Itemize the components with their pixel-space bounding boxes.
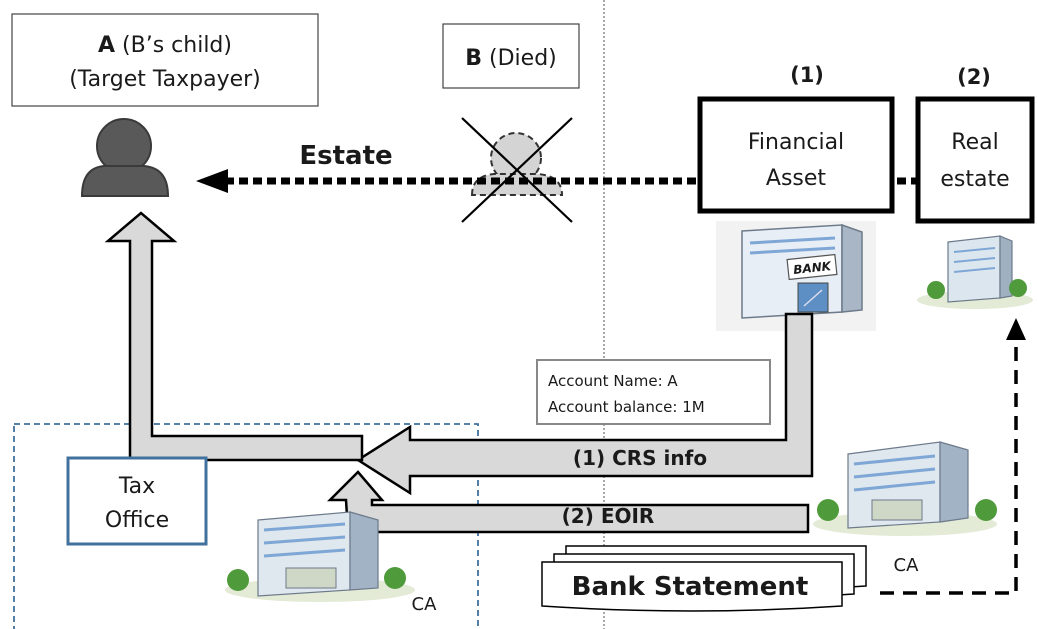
account-name: Account Name: A (548, 372, 678, 390)
asset-2-line1: Real (951, 130, 998, 155)
person-a-role: (Target Taxpayer) (69, 67, 261, 92)
person-b-letter: B (465, 46, 482, 71)
person-a-relation: (B’s child) (115, 33, 232, 58)
cross-line (461, 117, 573, 223)
bank-statement-label: Bank Statement (572, 572, 809, 602)
ca-building-right-icon (813, 441, 997, 536)
real-estate-building-icon (917, 235, 1033, 309)
asset-1-number: (1) (790, 63, 824, 87)
tax-office-line2: Office (105, 508, 169, 533)
ca-label-right: CA (894, 555, 920, 576)
person-a-letter: A (98, 33, 115, 58)
real-estate-box: Real estate (915, 96, 1035, 224)
person-a-icon (80, 118, 170, 197)
tax-office-box: Tax Office (66, 456, 208, 546)
svg-text:B (Died): B (Died) (465, 46, 557, 71)
flow-1-label: (1) CRS info (573, 446, 707, 470)
real-estate-inquiry-arrow (880, 318, 1026, 595)
bank-statement-documents: Bank Statement (541, 545, 867, 612)
person-b-box: B (Died) (442, 23, 580, 89)
bank-sign: BANK (793, 259, 834, 277)
tax-office-line1: Tax (118, 474, 155, 499)
estate-label: Estate (299, 141, 392, 171)
bank-building-icon: BANK (716, 221, 876, 331)
crs-info-arrow (355, 312, 814, 496)
asset-1-line1: Financial (748, 130, 844, 155)
person-a-box: A (B’s child) (Target Taxpayer) (11, 13, 319, 107)
asset-2-number: (2) (957, 65, 991, 89)
tax-office-to-a-arrow (104, 211, 364, 462)
person-b-deceased-icon (461, 117, 573, 223)
ca-building-left-icon (225, 511, 415, 602)
account-balance: Account balance: 1M (548, 398, 705, 416)
account-info-box: Account Name: A Account balance: 1M (536, 359, 771, 425)
ca-label-left: CA (412, 594, 438, 615)
asset-2-line2: estate (940, 167, 1009, 192)
person-b-status: (Died) (482, 46, 557, 71)
asset-1-line2: Asset (766, 166, 827, 191)
flow-2-label: (2) EOIR (562, 504, 655, 528)
svg-text:A (B’s child): A (B’s child) (98, 33, 232, 58)
financial-asset-box: Financial Asset (697, 96, 895, 214)
